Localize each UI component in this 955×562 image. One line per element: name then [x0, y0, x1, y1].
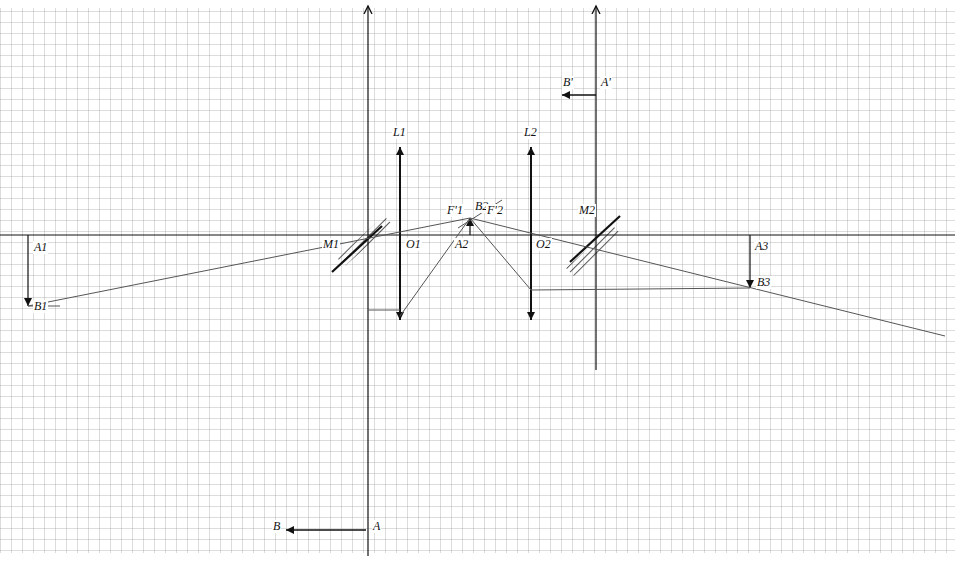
graph-paper — [0, 8, 955, 553]
point-label: L2 — [523, 126, 538, 139]
point-label: F'2 — [486, 204, 504, 217]
object-arrow — [286, 529, 366, 530]
lens — [399, 235, 401, 320]
point-label: A1 — [33, 241, 48, 254]
point-label: O2 — [535, 238, 552, 251]
point-label: B' — [562, 76, 574, 89]
point-label: A' — [600, 76, 612, 89]
image-arrow — [749, 235, 750, 288]
point-label: A — [372, 520, 381, 533]
image-arrow — [27, 235, 28, 306]
mirror-hatch — [566, 226, 621, 276]
point-label: F'1 — [446, 204, 464, 217]
lens — [530, 147, 532, 235]
point-label: A3 — [754, 240, 769, 253]
point-label: B — [272, 520, 281, 533]
point-label: L1 — [392, 126, 407, 139]
light-rays — [28, 200, 945, 336]
point-label: M2 — [578, 204, 596, 217]
optical-axis — [0, 234, 955, 235]
vertical-axis — [367, 6, 368, 556]
lens — [530, 235, 532, 320]
mirror — [570, 216, 620, 262]
point-label: A2 — [454, 238, 469, 251]
image-arrow — [562, 94, 596, 95]
point-label: M1 — [322, 238, 340, 251]
vertical-axis — [595, 6, 596, 370]
point-label: B3 — [756, 276, 771, 289]
lens — [399, 147, 401, 235]
point-label: O1 — [405, 238, 422, 251]
point-label: B1 — [33, 300, 48, 313]
